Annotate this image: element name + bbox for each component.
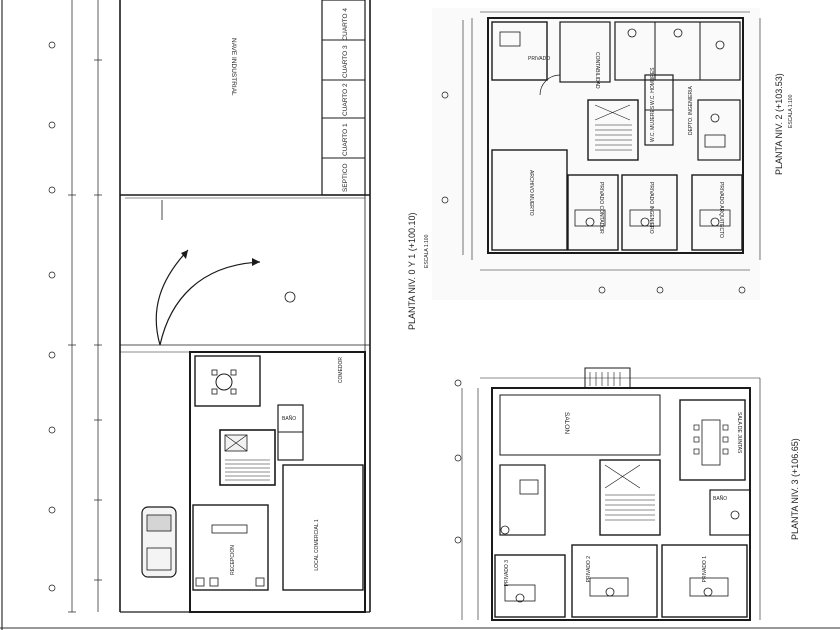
- nave-label: NAVE INDUSTRIAL: [230, 38, 237, 96]
- car-icon: [141, 506, 177, 578]
- depto-ingenieria-label: DEPTO. INGENIERIA: [688, 86, 694, 135]
- bano-label: BAÑO: [282, 415, 296, 422]
- cuarto-3-label: CUARTO 3: [342, 45, 349, 78]
- privado-contador-label: PRIVADO CONTADOR: [598, 182, 604, 234]
- cuarto-1-label: CUARTO 1: [342, 123, 349, 156]
- wc-hombres-label: W.C. HOMBRES: [650, 67, 656, 105]
- plan-level-3: SALON SALA DE JUNTAS BAÑO: [454, 367, 800, 621]
- wc-mujeres-label: W.C. MUJERES: [650, 105, 656, 142]
- cuarto-2-label: CUARTO 2: [342, 83, 349, 116]
- plan-0-1-title: PLANTA NIV. 0 Y 1 (+100.10): [407, 213, 417, 331]
- archivo-muerto-label: ARCHIVO MUERTO: [528, 170, 534, 216]
- privado-2-label: PRIVADO 2: [586, 556, 592, 583]
- plan-3-title: PLANTA NIV. 3 (+106.65): [790, 438, 800, 540]
- cuarto-4-label: CUARTO 4: [342, 8, 349, 41]
- bano-3-label: BAÑO: [713, 495, 727, 502]
- plan-2-title: PLANTA NIV. 2 (+103.53): [774, 73, 784, 175]
- recepcion-label: RECEPCION: [230, 545, 236, 575]
- plan-level-0-1: NAVE INDUSTRIAL CUARTO 4 CUARTO 3 CUARTO…: [48, 0, 430, 613]
- privado-label: PRIVADO: [528, 56, 550, 62]
- plan-level-2: PRIVADO CONTABILIDAD DEPTO. INGENIERIA W…: [432, 8, 794, 300]
- plan-0-1-scale: ESCALA 1:100: [424, 234, 430, 268]
- local-comercial-label: LOCAL COMERCIAL 1: [314, 519, 320, 571]
- plan-2-scale: ESCALA 1:100: [788, 94, 794, 128]
- privado-3-label: PRIVADO 3: [504, 560, 510, 587]
- contabilidad-label: CONTABILIDAD: [594, 52, 600, 89]
- comedor-label: COMEDOR: [338, 357, 344, 384]
- salon-label: SALON: [563, 412, 570, 434]
- privado-ingeniero-label: PRIVADO INGENIERO: [648, 182, 654, 234]
- privado-1-label: PRIVADO 1: [702, 556, 708, 583]
- privado-arquitecto-label: PRIVADO ARQUITECTO: [718, 182, 724, 238]
- septico-label: SEPTICO: [342, 163, 349, 192]
- sala-juntas-label: SALA DE JUNTAS: [736, 412, 742, 454]
